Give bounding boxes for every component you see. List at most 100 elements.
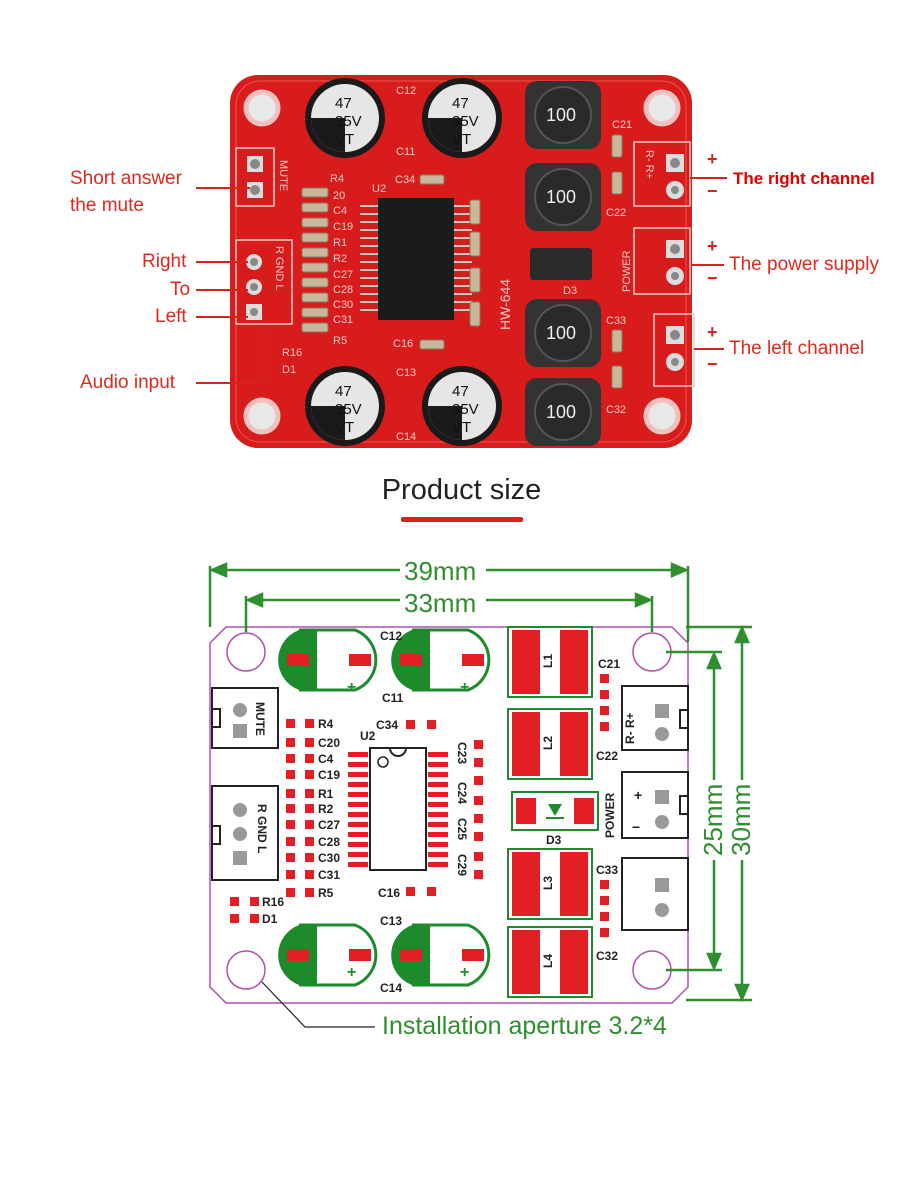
svg-text:L4: L4 (541, 954, 555, 968)
board-outline (209, 626, 689, 1004)
cap-text-1: 47 (335, 95, 352, 112)
smd-left (301, 187, 329, 333)
left-column-pads (286, 719, 314, 897)
svg-text:C14: C14 (396, 431, 416, 443)
svg-text:C16: C16 (378, 886, 400, 900)
mute-header: MUTE (235, 147, 289, 207)
svg-text:C16: C16 (393, 338, 413, 350)
svg-text:C19: C19 (318, 768, 340, 782)
svg-text:+: + (707, 236, 718, 256)
svg-text:100: 100 (546, 105, 576, 125)
svg-text:VT: VT (335, 131, 354, 148)
cap-footprints: + + + + (278, 628, 491, 987)
inductor-footprints (512, 630, 588, 994)
svg-text:C12: C12 (396, 85, 416, 97)
dim-height-inner: 25mm (698, 783, 728, 856)
board-model-mark: HW-644 (497, 279, 513, 330)
mounting-holes (243, 89, 681, 435)
svg-text:C21: C21 (598, 657, 620, 671)
svg-text:U2: U2 (372, 183, 386, 195)
drawing-left-out-connector (621, 857, 689, 931)
svg-text:C21: C21 (612, 119, 632, 131)
svg-text:+: + (634, 787, 642, 803)
svg-text:C24: C24 (455, 782, 469, 804)
ic-pads (348, 752, 448, 867)
callout-lines (196, 177, 727, 384)
svg-text:−: − (632, 819, 640, 835)
svg-text:C20: C20 (318, 736, 340, 750)
svg-text:R2: R2 (333, 253, 347, 265)
svg-text:+: + (707, 322, 718, 342)
svg-text:MUTE: MUTE (253, 702, 267, 736)
width-dims (208, 562, 690, 642)
section-title: Product size (381, 474, 542, 506)
svg-text:POWER: POWER (621, 250, 633, 292)
svg-text:C31: C31 (318, 868, 340, 882)
svg-text:D1: D1 (282, 364, 296, 376)
svg-text:C4: C4 (318, 752, 334, 766)
svg-text:35V: 35V (335, 401, 362, 418)
svg-text:C30: C30 (333, 299, 353, 311)
svg-text:VT: VT (335, 419, 354, 436)
left-out-header (653, 313, 695, 387)
svg-text:C29: C29 (455, 854, 469, 876)
svg-text:−: − (707, 354, 718, 374)
svg-text:47: 47 (452, 95, 469, 112)
svg-text:C28: C28 (318, 835, 340, 849)
right-out-header: R- R+ (633, 141, 691, 207)
svg-text:C27: C27 (333, 269, 353, 281)
svg-text:C19: C19 (333, 221, 353, 233)
height-dims (666, 624, 752, 1003)
svg-text:C34: C34 (395, 174, 415, 186)
svg-text:R5: R5 (333, 335, 347, 347)
dim-height-outer: 30mm (726, 783, 756, 856)
svg-text:35V: 35V (335, 113, 362, 130)
svg-text:R2: R2 (318, 802, 334, 816)
misc-labels: C34 C16 R16 D1 C21 C22 C33 C32 (262, 657, 620, 963)
svg-text:47: 47 (452, 383, 469, 400)
label-mute: Short answer the mute (70, 168, 182, 216)
svg-text:R5: R5 (318, 886, 334, 900)
svg-text:−: − (707, 181, 718, 201)
svg-text:+: + (347, 679, 356, 696)
svg-text:R16: R16 (262, 895, 284, 909)
svg-text:47: 47 (335, 383, 352, 400)
svg-text:C30: C30 (318, 851, 340, 865)
title-underline (401, 517, 523, 522)
aperture-label: Installation aperture 3.2*4 (382, 1012, 667, 1040)
label-right: Right (142, 251, 187, 272)
svg-text:C12: C12 (380, 629, 402, 643)
inductor-labels: L1 L2 L3 L4 (541, 654, 555, 968)
svg-text:100: 100 (546, 187, 576, 207)
svg-text:C11: C11 (382, 691, 404, 705)
svg-text:R4: R4 (318, 717, 334, 731)
svg-text:R16: R16 (282, 347, 302, 359)
svg-text:35V: 35V (452, 401, 479, 418)
svg-text:C32: C32 (596, 949, 618, 963)
svg-text:100: 100 (546, 323, 576, 343)
svg-text:R GND L: R GND L (255, 804, 269, 853)
label-power-supply: The power supply (729, 254, 879, 275)
svg-text:+: + (347, 964, 356, 981)
aperture-leader (261, 981, 375, 1028)
svg-text:VT: VT (452, 131, 471, 148)
svg-text:R- R+: R- R+ (643, 150, 655, 179)
svg-text:R GND L: R GND L (273, 246, 285, 291)
svg-text:100: 100 (546, 402, 576, 422)
svg-text:R1: R1 (318, 787, 334, 801)
svg-text:C23: C23 (455, 742, 469, 764)
svg-text:C34: C34 (376, 718, 398, 732)
label-left-channel: The left channel (729, 338, 865, 359)
svg-text:35V: 35V (452, 113, 479, 130)
svg-text:R- R+: R- R+ (623, 712, 637, 744)
svg-text:20: 20 (333, 190, 345, 202)
dimension-drawing: + + + + C12 C11 C13 C14 (208, 562, 752, 1028)
capacitors: 47 35V VT 47 35V VT 47 35V VT 47 35V VT (305, 78, 502, 446)
drawing-right-out-connector: R- R+ (621, 685, 689, 751)
dim-width-outer: 39mm (404, 556, 477, 586)
diode-d3 (530, 248, 592, 280)
svg-text:C4: C4 (333, 205, 347, 217)
ic-footprint: U2 (360, 729, 427, 871)
svg-text:U2: U2 (360, 729, 376, 743)
svg-text:C13: C13 (380, 914, 402, 928)
